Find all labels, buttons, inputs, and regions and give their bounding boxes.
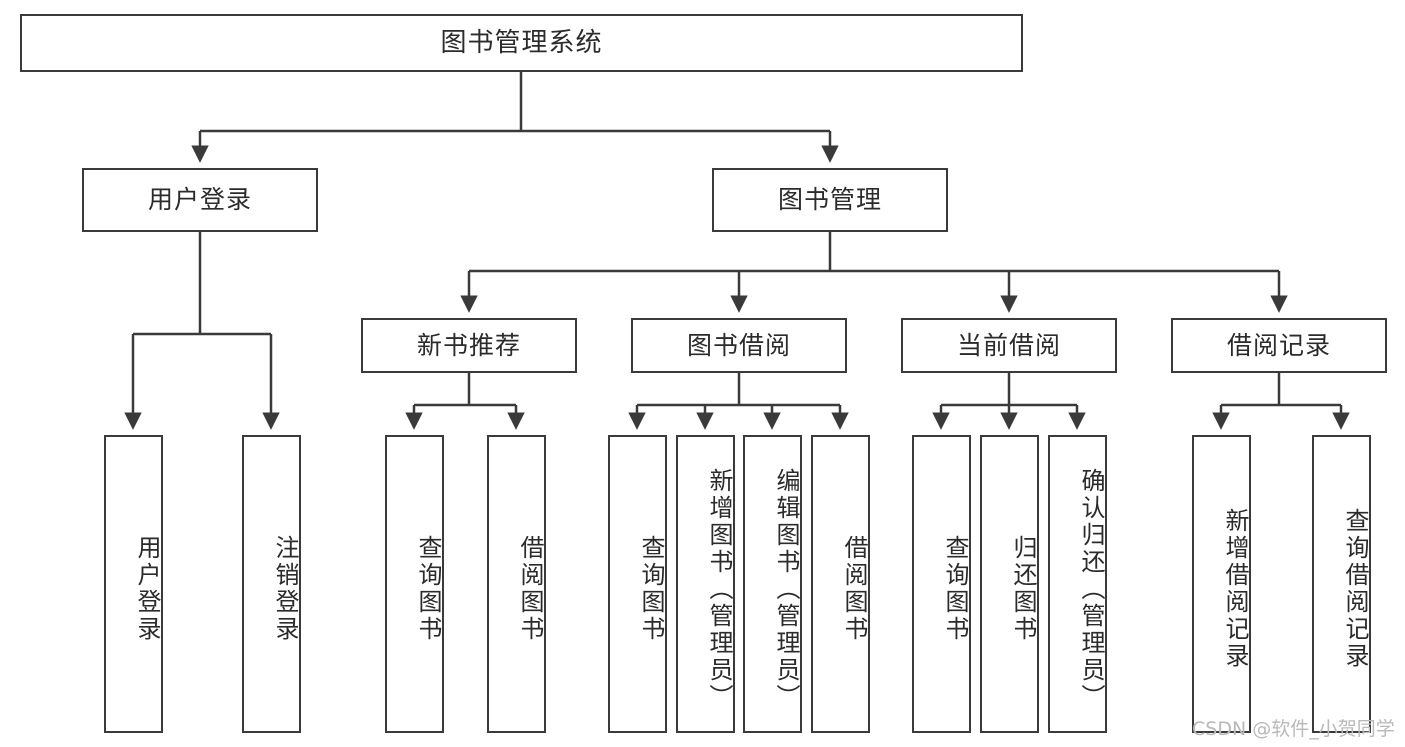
node-leaf-return-book-label: 归还图书 — [1009, 535, 1037, 643]
node-current-borrow-label: 当前借阅 — [956, 330, 1061, 360]
node-book-borrow-label: 图书借阅 — [686, 330, 791, 360]
node-leaf-return-book[interactable]: 归还图书 — [980, 435, 1039, 733]
node-leaf-query-book-3-label: 查询图书 — [941, 535, 969, 643]
node-book-borrow[interactable]: 图书借阅 — [631, 318, 847, 373]
node-leaf-edit-book-label: 编辑图书（管理员） — [772, 467, 800, 711]
node-leaf-logout[interactable]: 注销登录 — [242, 435, 301, 733]
node-leaf-edit-book[interactable]: 编辑图书（管理员） — [743, 435, 802, 733]
node-leaf-confirm-return[interactable]: 确认归还（管理员） — [1048, 435, 1107, 733]
node-leaf-query-book-1[interactable]: 查询图书 — [385, 435, 444, 733]
node-new-book-recommend-label: 新书推荐 — [416, 330, 521, 360]
node-leaf-query-record-label: 查询借阅记录 — [1341, 508, 1369, 670]
node-leaf-user-login[interactable]: 用户登录 — [104, 435, 163, 733]
node-book-management-label: 图书管理 — [777, 185, 882, 215]
node-leaf-borrow-book-1-label: 借阅图书 — [516, 535, 544, 643]
node-root-label: 图书管理系统 — [440, 27, 603, 58]
node-leaf-confirm-return-label: 确认归还（管理员） — [1077, 467, 1105, 711]
node-leaf-add-book-label: 新增图书（管理员） — [705, 467, 733, 711]
node-leaf-add-book[interactable]: 新增图书（管理员） — [676, 435, 735, 733]
node-leaf-borrow-book-2[interactable]: 借阅图书 — [811, 435, 870, 733]
node-borrow-record[interactable]: 借阅记录 — [1171, 318, 1387, 373]
node-current-borrow[interactable]: 当前借阅 — [901, 318, 1117, 373]
node-leaf-add-record-label: 新增借阅记录 — [1221, 508, 1249, 670]
node-user-login[interactable]: 用户登录 — [82, 168, 318, 232]
node-leaf-query-book-2[interactable]: 查询图书 — [608, 435, 667, 733]
node-leaf-borrow-book-2-label: 借阅图书 — [840, 535, 868, 643]
node-leaf-add-record[interactable]: 新增借阅记录 — [1192, 435, 1251, 733]
node-new-book-recommend[interactable]: 新书推荐 — [361, 318, 577, 373]
node-leaf-user-login-label: 用户登录 — [133, 535, 161, 643]
node-leaf-borrow-book-1[interactable]: 借阅图书 — [487, 435, 546, 733]
node-user-login-label: 用户登录 — [147, 185, 252, 215]
node-leaf-logout-label: 注销登录 — [271, 535, 299, 643]
node-root[interactable]: 图书管理系统 — [20, 14, 1023, 72]
csdn-watermark: CSDN @软件_小贺同学 — [1192, 718, 1395, 740]
node-leaf-query-book-2-label: 查询图书 — [637, 535, 665, 643]
node-leaf-query-record[interactable]: 查询借阅记录 — [1312, 435, 1371, 733]
node-book-management[interactable]: 图书管理 — [712, 168, 948, 232]
node-leaf-query-book-3[interactable]: 查询图书 — [912, 435, 971, 733]
node-borrow-record-label: 借阅记录 — [1226, 330, 1331, 360]
node-leaf-query-book-1-label: 查询图书 — [414, 535, 442, 643]
